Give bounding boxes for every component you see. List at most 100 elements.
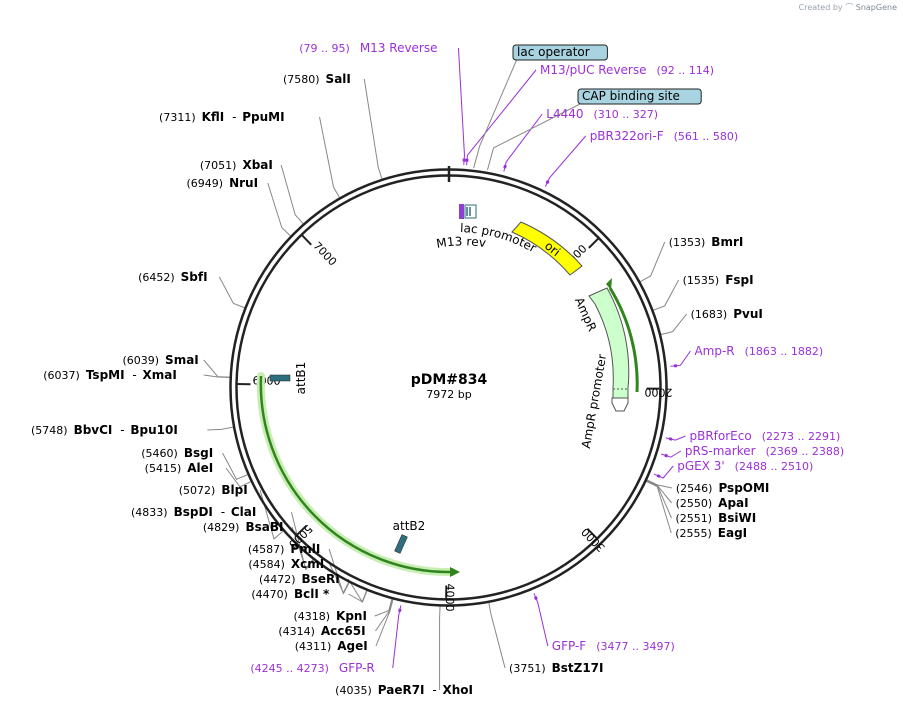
primer-position: (1863 .. 1882) [745,345,824,358]
enzyme-label: (1683) PvuI [691,307,763,321]
enzyme-leader [646,480,672,519]
enzyme-label: (4829)BsaBI [203,520,284,534]
ampr-feature: AmpR [572,278,639,399]
tick-3000 [586,527,598,540]
enzyme-name: SmaI [165,353,199,367]
attb1-mark [269,374,291,382]
primer-position: (310 .. 327) [594,108,659,121]
enzyme-position: (7051) [200,159,237,172]
enzyme-name: BstZ17I [552,661,604,675]
enzyme-name: BmrI [711,235,743,249]
tick-label: 2000 [644,386,672,399]
enzyme-position: (2555) [675,527,712,540]
snapgene-logo-icon: ⌒ [845,3,854,12]
enzyme-label: (2550)ApaI [676,496,749,510]
enzyme-separator: - [228,110,240,124]
enzyme-label: (6452)SbfI [138,270,208,284]
enzyme-position: (6039) [122,354,159,367]
enzyme-name: XcmI [291,557,324,571]
enzyme-label: (4472)BseRI [259,572,340,586]
enzyme-label: (4318)KpnI [293,609,366,623]
enzyme-leader [218,276,245,309]
enzyme-name: BbvCI [74,423,113,437]
enzyme-name: PvuI [733,307,763,321]
enzyme-position: (4314) [278,625,315,638]
enzyme-label: (4311)AgeI [295,639,368,653]
primer-name: GFP-R [339,661,375,675]
enzyme-label: (1535)FspI [683,273,754,287]
primer-label: pBRforEco(2273 .. 2291) [689,429,840,443]
enzyme-label: (5415)AleI [145,461,214,475]
primer-position: (92 .. 114) [657,64,715,77]
enzyme-leader [660,313,688,336]
enzyme-position: (5748) [31,424,68,437]
enzyme-leader [203,374,230,378]
primer-leader [653,465,674,479]
enzyme-name: PspOMI [718,481,769,495]
feature-box [512,44,608,61]
enzyme-position: (4311) [295,640,332,653]
enzyme-name: ApaI [718,496,748,510]
leader-lines [203,47,691,690]
enzyme-separator: - [429,683,441,697]
primer-leader [503,113,543,172]
enzyme-position: (6037) [43,369,80,382]
enzyme-leader [653,279,680,311]
enzyme-position: (5072) [179,484,216,497]
enzyme-leader [375,599,393,632]
enzyme-label: (7051)XbaI [200,158,273,172]
enzyme-label: (2555)EagI [675,526,747,540]
enzyme-leader [646,479,673,489]
primer-label: Amp-R(1863 .. 1882) [694,344,823,358]
enzyme-name: FspI [725,273,753,287]
enzyme-label: (5072)BlpI [179,483,248,497]
enzyme-leader [363,78,383,180]
enzyme-label: (4470)BclI * [251,587,330,601]
enzyme-label: (1353) BmrI [669,235,744,249]
attb2-label: attB2 [393,519,426,533]
tick-label: 7000 [310,239,339,268]
plasmid-size: 7972 bp [426,388,471,401]
enzyme-leader [646,480,672,534]
enzyme-name: BsaBI [245,520,283,534]
enzyme-position: (1353) [669,236,706,249]
primer-label: (4245 .. 4273)GFP-R [250,661,374,675]
enzyme-leader [374,598,393,617]
enzyme-position: (2546) [676,482,713,495]
enzyme-position: (4470) [251,588,288,601]
primer-position: (2488 .. 2510) [735,460,814,473]
ampr-promoter-label: AmpR promoter [579,353,609,449]
enzyme-name: PmlI [290,542,320,556]
primer-label: L4440(310 .. 327) [546,107,658,121]
enzyme-name: PaeR7I [378,683,425,697]
enzyme-name: BspDI [174,505,213,519]
enzyme-position: (5415) [145,462,182,475]
primer-leader [457,47,465,166]
enzyme-label: (4584)XcmI [248,557,324,571]
enzyme-label: (4035)PaeR7I - XhoI [335,683,473,697]
enzyme-name: Acc65I [321,624,366,638]
enzyme-leader [280,164,304,225]
enzyme-separator: - [116,423,128,437]
enzyme-leader [267,182,291,237]
enzyme-position: (4318) [293,610,330,623]
plasmid-name: pDM#834 [411,372,488,388]
enzyme-name-2: XmaI [143,368,177,382]
primer-label: pGEX 3'(2488 .. 2510) [677,459,813,473]
feature-leader [487,102,583,171]
enzyme-leader [207,426,234,431]
enzyme-label: (4587)PmlI [248,542,320,556]
primer-label: (79 .. 95)M13 Reverse [299,41,437,55]
m13-rev-label: M13 rev [435,234,487,251]
enzyme-separator: - [217,505,229,519]
primer-position: (2369 .. 2388) [766,445,845,458]
enzyme-leader [319,116,340,198]
enzyme-name: BsiWI [718,511,756,525]
tick-1000 [588,237,600,249]
enzyme-leader [646,480,672,504]
enzyme-label: (6949)NruI [187,176,259,190]
enzyme-position: (1683) [691,308,728,321]
enzyme-separator: - [129,368,141,382]
primer-leader [670,350,691,367]
